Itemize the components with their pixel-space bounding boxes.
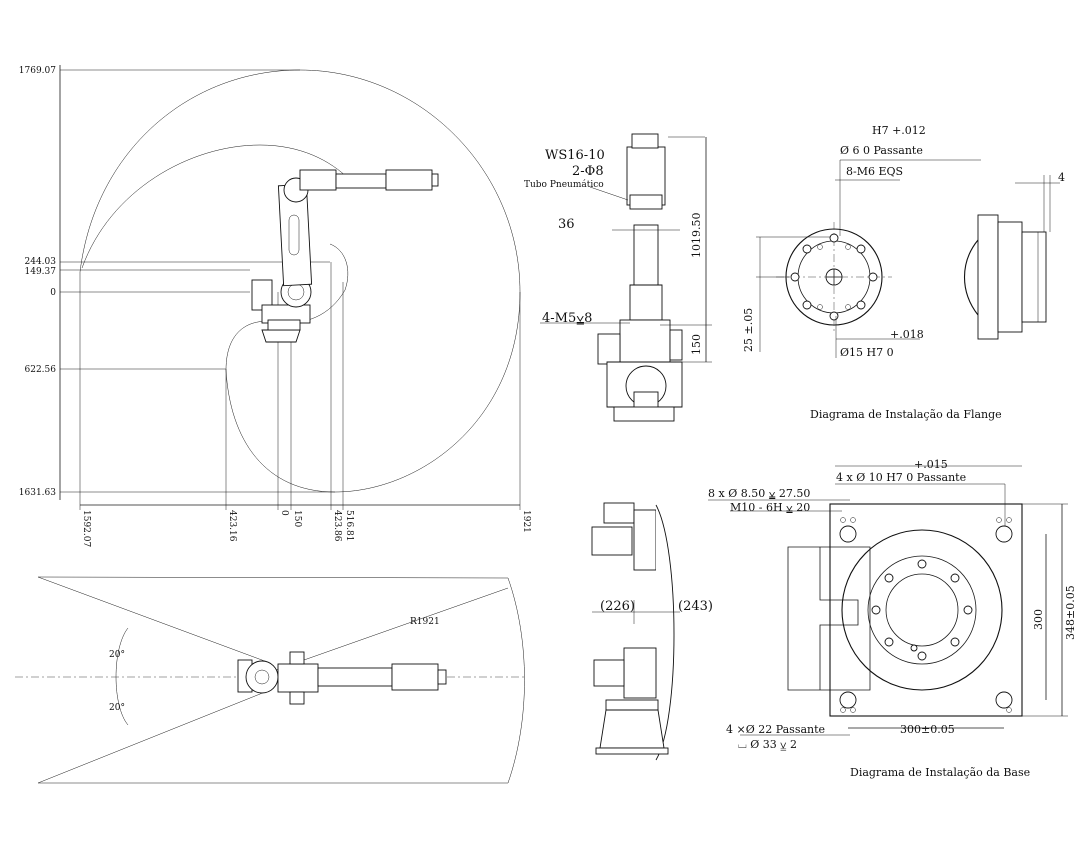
base-corner-holes	[839, 517, 1013, 713]
flange-tol-top: H7 +.012	[872, 124, 926, 137]
x-label-150: 150	[292, 510, 302, 527]
y-label-1631: 1631.63	[19, 488, 56, 498]
sweep-arc	[37, 576, 525, 784]
sweep-upper-edge	[37, 576, 271, 664]
tube-label: Tubo Pneumático	[524, 179, 604, 190]
flange-offset: 25 ±.05	[742, 308, 755, 352]
y-label-1769: 1769.07	[19, 66, 56, 76]
base-diagram: +.015 4 x Ø 10 H7 0 Passante 8 x Ø 8.50 …	[708, 458, 1077, 779]
y-label-0: 0	[50, 288, 56, 298]
x-label-0: 0	[279, 510, 289, 516]
base-plate	[829, 503, 1023, 717]
robot-top-silhouette	[237, 651, 447, 705]
base-bolt-holes	[871, 559, 973, 661]
base-caption: Diagrama de Instalação da Base	[850, 766, 1030, 779]
height-1019-label: 1019.50	[690, 213, 703, 259]
base-holes-850: 8 x Ø 8.50 ⩣ 27.50	[708, 487, 810, 500]
x-label-423-86: 423.86	[332, 510, 342, 542]
robot-front-silhouette	[597, 133, 683, 422]
base-center-bore	[885, 573, 959, 647]
radius-line	[269, 587, 509, 673]
sweep-lower-edge	[37, 689, 271, 784]
base-arm-outline	[787, 546, 871, 691]
base-bolt-circle	[867, 555, 977, 665]
model-label: WS16-10	[545, 148, 605, 163]
dim-243-label: (243)	[678, 599, 713, 614]
width-36-label: 36	[558, 217, 575, 232]
dim-226-label: (226)	[600, 599, 635, 614]
angle-arc	[115, 627, 129, 726]
flange-side-dim: 4	[1058, 171, 1065, 184]
robot-rear-silhouette	[591, 502, 675, 761]
base-cbore-33: ⌴ Ø 33 ⩣ 2	[738, 738, 797, 751]
height-150-label: 150	[690, 334, 703, 355]
x-label-423-16: 423.16	[227, 510, 237, 542]
flange-diagram: H7 +.012 Ø 6 0 Passante 8-M6 EQS +.018 Ø…	[742, 124, 1065, 421]
front-view: WS16-10 2-Φ8 Tubo Pneumático 36 4-M5⩣8 1…	[524, 133, 712, 422]
angle-label-upper: 20°	[109, 650, 125, 660]
robot-side-silhouette	[251, 169, 439, 343]
base-dim-300-h: 300±0.05	[900, 723, 955, 736]
flange-bore-6: Ø 6 0 Passante	[840, 144, 923, 157]
angle-label-lower: 20°	[109, 703, 125, 713]
hole-spec-label: 2-Φ8	[572, 164, 604, 179]
x-label-1592: 1592.07	[81, 510, 91, 547]
side-view: 1769.07 244.03 149.37 0 622.56 1631.63 1…	[19, 65, 531, 547]
flange-bolt-holes	[790, 233, 878, 321]
y-label-622: 622.56	[25, 365, 57, 375]
thread-spec-label: 4-M5⩣8	[542, 311, 592, 326]
base-holes-10: 4 x Ø 10 H7 0 Passante	[836, 471, 966, 484]
radius-label: R1921	[410, 617, 440, 627]
x-label-516: 516.81	[344, 510, 354, 542]
base-dim-300: 300	[1032, 609, 1045, 630]
base-tol-015: +.015	[914, 458, 948, 471]
rear-view: (226) (243)	[591, 502, 713, 761]
flange-side-view	[963, 175, 1060, 340]
y-label-149: 149.37	[25, 267, 57, 277]
flange-thread: 8-M6 EQS	[846, 165, 903, 178]
base-thread-m10: M10 - 6H ⩣ 20	[730, 501, 810, 514]
flange-caption: Diagrama de Instalação da Flange	[810, 408, 1002, 421]
y-label-244: 244.03	[25, 257, 57, 267]
top-view: R1921 20° 20°	[15, 576, 525, 784]
x-label-1921: 1921	[521, 510, 531, 533]
flange-tol-bottom: +.018	[890, 328, 924, 341]
base-holes-22: 4 ×Ø 22 Passante	[726, 723, 825, 736]
base-dim-348: 348±0.05	[1064, 585, 1077, 640]
flange-bore-15: Ø15 H7 0	[840, 346, 894, 359]
base-outer-ring	[841, 529, 1003, 691]
